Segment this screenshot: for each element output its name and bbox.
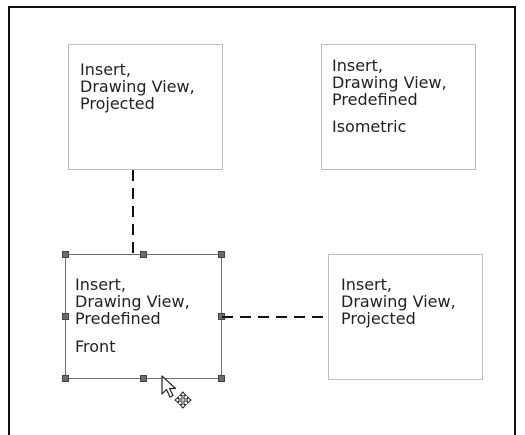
resize-handle-bottom-left[interactable] [62,375,69,382]
projection-line-horizontal [222,316,328,318]
view-label-line: Drawing View, [75,292,190,311]
drawing-view-predefined-front[interactable]: Insert, Drawing View, Predefined Front [65,254,222,379]
resize-handle-top-middle[interactable] [140,251,147,258]
projection-line-vertical [132,170,134,254]
resize-handle-top-left[interactable] [62,251,69,258]
view-orientation: Front [75,337,116,356]
view-label: Insert, Drawing View, Predefined Front [75,276,190,355]
drawing-sheet[interactable]: Insert, Drawing View, Projected Insert, … [8,6,516,435]
resize-handle-bottom-middle[interactable] [140,375,147,382]
drawing-view-projected-top[interactable]: Insert, Drawing View, Projected [68,44,223,170]
view-label-line: Drawing View, [332,73,447,92]
drawing-view-predefined-isometric[interactable]: Insert, Drawing View, Predefined Isometr… [321,44,476,170]
view-label: Insert, Drawing View, Predefined Isometr… [332,57,447,135]
view-label-line: Projected [341,309,416,328]
view-label-line: Drawing View, [341,292,456,311]
view-orientation: Isometric [332,117,407,136]
resize-handle-top-right[interactable] [218,251,225,258]
view-label-line: Predefined [332,90,418,109]
view-label-line: Insert, [341,275,392,294]
view-label-line: Insert, [75,275,126,294]
resize-handle-middle-left[interactable] [62,313,69,320]
drawing-view-projected-right[interactable]: Insert, Drawing View, Projected [328,254,483,380]
view-label: Insert, Drawing View, Projected [80,61,195,112]
view-label-line: Predefined [75,309,161,328]
view-label-line: Drawing View, [80,77,195,96]
view-label-line: Insert, [332,56,383,75]
view-label-line: Projected [80,94,155,113]
view-label-line: Insert, [80,60,131,79]
resize-handle-middle-right[interactable] [218,313,225,320]
view-label: Insert, Drawing View, Projected [341,276,456,327]
move-arrow-cursor-icon [161,375,192,409]
resize-handle-bottom-right[interactable] [218,375,225,382]
